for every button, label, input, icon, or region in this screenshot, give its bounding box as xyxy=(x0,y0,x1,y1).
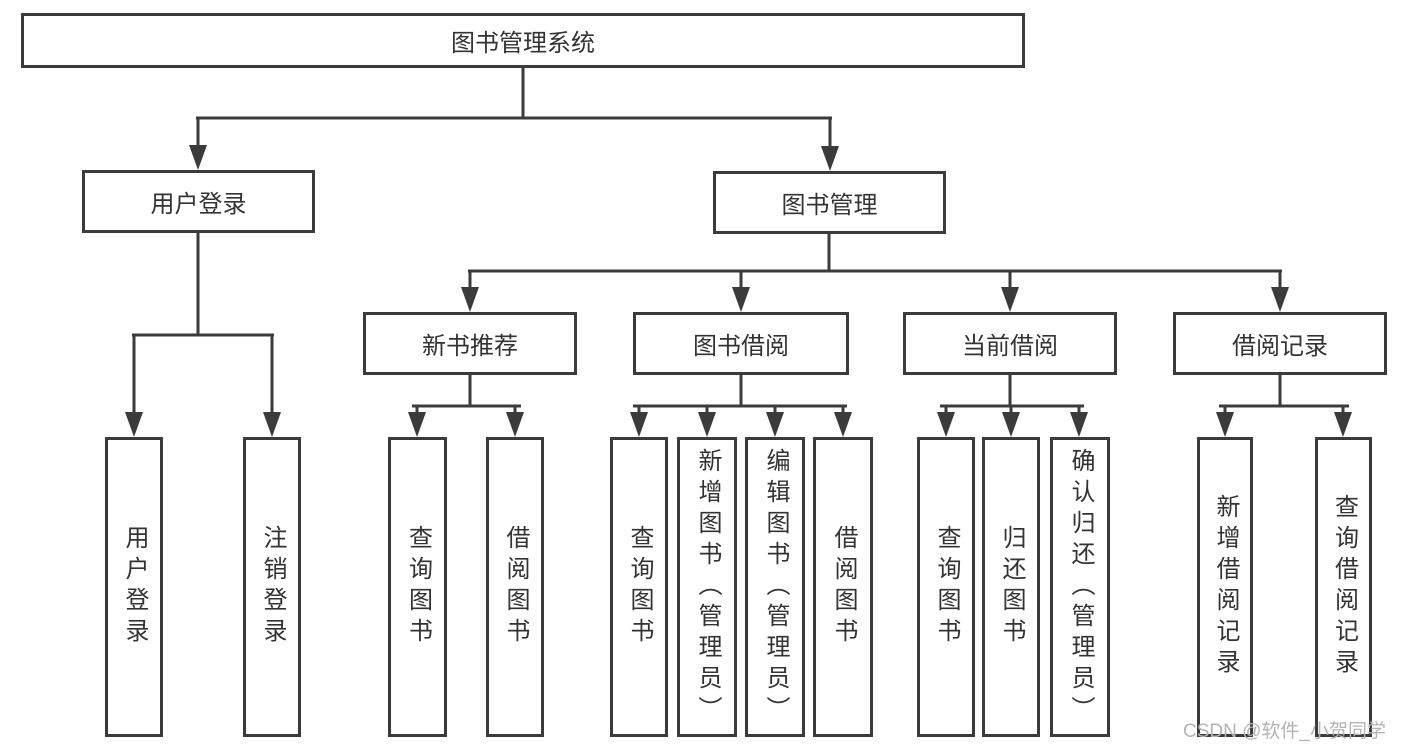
node-leaf-borrow-books-label: 借阅图书 xyxy=(830,525,857,649)
node-leaf-borrow-books-recommend-label: 借阅图书 xyxy=(502,525,529,649)
node-user-login-label: 用户登录 xyxy=(150,191,247,218)
node-leaf-edit-book-admin-label: 编辑图书（管理员） xyxy=(762,447,789,727)
node-book-management: 图书管理 xyxy=(713,171,946,234)
node-leaf-logout: 注销登录 xyxy=(243,437,301,737)
node-borrow-records: 借阅记录 xyxy=(1173,312,1387,375)
node-leaf-query-books-borrow: 查询图书 xyxy=(610,437,668,737)
node-leaf-borrow-books-recommend: 借阅图书 xyxy=(486,437,544,737)
node-leaf-add-borrow-record-label: 新增借阅记录 xyxy=(1212,494,1239,680)
node-leaf-query-borrow-record-label: 查询借阅记录 xyxy=(1330,494,1358,680)
node-leaf-add-book-admin: 新增图书（管理员） xyxy=(677,437,737,737)
node-leaf-confirm-return-admin: 确认归还（管理员） xyxy=(1050,437,1110,737)
node-leaf-user-login-label: 用户登录 xyxy=(121,525,148,649)
node-leaf-logout-label: 注销登录 xyxy=(259,525,286,649)
node-borrow-records-label: 借阅记录 xyxy=(1232,333,1328,360)
node-leaf-confirm-return-admin-label: 确认归还（管理员） xyxy=(1067,447,1094,727)
node-user-login: 用户登录 xyxy=(82,170,315,233)
node-leaf-query-borrow-record: 查询借阅记录 xyxy=(1315,437,1372,737)
node-current-borrow-label: 当前借阅 xyxy=(962,333,1058,360)
node-leaf-borrow-books: 借阅图书 xyxy=(813,437,873,737)
node-book-borrow: 图书借阅 xyxy=(633,312,849,375)
node-leaf-query-books-borrow-label: 查询图书 xyxy=(626,525,653,649)
node-new-book-recommend-label: 新书推荐 xyxy=(422,333,518,360)
node-leaf-return-book: 归还图书 xyxy=(982,437,1040,737)
node-leaf-user-login: 用户登录 xyxy=(105,437,163,737)
node-system-root-label: 图书管理系统 xyxy=(451,30,595,57)
node-leaf-query-books-recommend-label: 查询图书 xyxy=(404,525,432,649)
node-leaf-query-books-current-label: 查询图书 xyxy=(933,525,960,649)
node-book-management-label: 图书管理 xyxy=(781,192,878,219)
node-leaf-query-books-recommend: 查询图书 xyxy=(388,437,447,737)
node-leaf-add-borrow-record: 新增借阅记录 xyxy=(1197,437,1253,737)
node-book-borrow-label: 图书借阅 xyxy=(693,333,789,360)
node-current-borrow: 当前借阅 xyxy=(903,312,1117,375)
node-leaf-add-book-admin-label: 新增图书（管理员） xyxy=(694,447,721,727)
node-leaf-return-book-label: 归还图书 xyxy=(998,525,1025,649)
node-leaf-query-books-current: 查询图书 xyxy=(917,437,975,737)
node-new-book-recommend: 新书推荐 xyxy=(363,312,577,375)
csdn-watermark: CSDN @软件_小贺同学 xyxy=(1183,721,1386,742)
node-leaf-edit-book-admin: 编辑图书（管理员） xyxy=(745,437,805,737)
node-system-root: 图书管理系统 xyxy=(21,13,1025,68)
